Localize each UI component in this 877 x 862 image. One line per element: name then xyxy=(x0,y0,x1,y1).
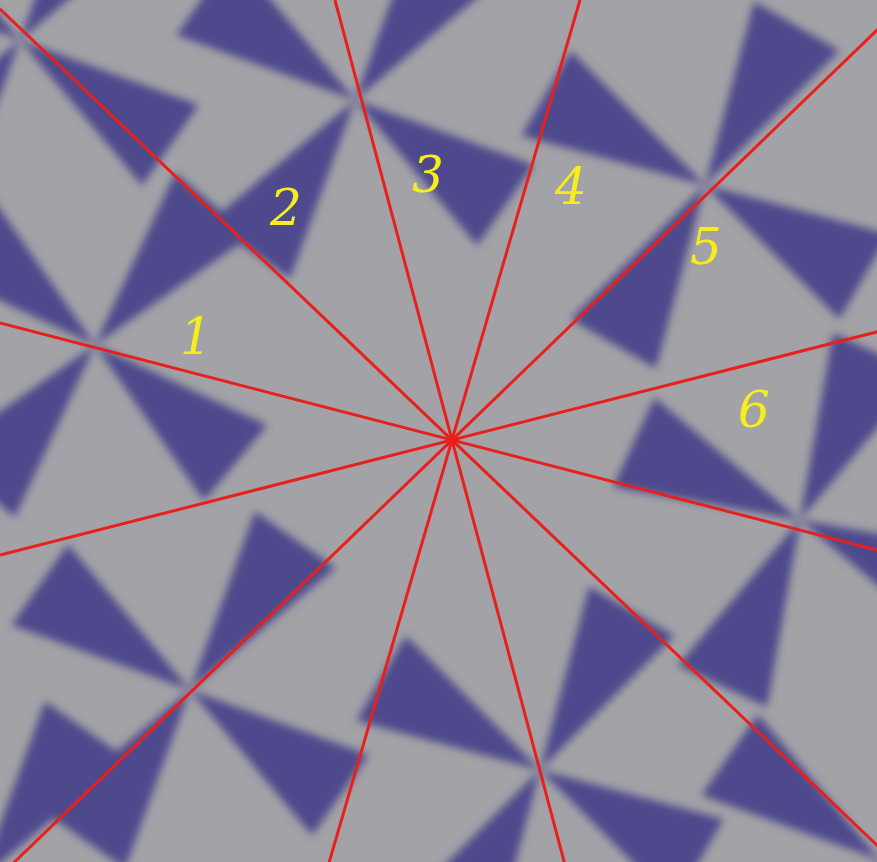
pinwheel-blade xyxy=(678,520,800,707)
pinwheel-blade xyxy=(0,189,95,345)
pinwheel-blade xyxy=(800,520,877,642)
pinwheel-blade xyxy=(705,1,839,185)
pinwheel-blade xyxy=(0,701,126,862)
sector-number: 1 xyxy=(180,312,212,362)
pinwheel-blade xyxy=(176,0,355,100)
pinwheel-blade xyxy=(540,586,674,770)
sector-number: 3 xyxy=(412,150,444,200)
center-dot xyxy=(447,435,457,445)
sector-number: 6 xyxy=(738,385,770,435)
pinwheel-blade xyxy=(11,544,190,690)
pinwheel-blade xyxy=(705,185,877,319)
red-line xyxy=(0,323,877,557)
pinwheel-blade xyxy=(0,345,95,517)
pinwheel-blade xyxy=(356,636,540,770)
red-line xyxy=(0,4,877,862)
pinwheel-blade xyxy=(734,860,877,862)
pinwheel-blade xyxy=(209,100,355,279)
pinwheel-blade xyxy=(190,511,336,690)
pinwheel-blade xyxy=(613,398,800,520)
red-line xyxy=(0,9,877,862)
red-line xyxy=(324,0,580,862)
pinwheel-blade xyxy=(521,51,705,185)
red-line xyxy=(0,325,877,555)
pinwheel-blade xyxy=(701,714,877,860)
sector-number: 4 xyxy=(555,162,587,212)
sector-number: 2 xyxy=(270,183,302,233)
sector-number: 5 xyxy=(690,222,722,272)
pinwheel-blade xyxy=(406,770,540,862)
pinwheel-blade xyxy=(20,0,166,40)
pinwheel-blade xyxy=(0,40,20,219)
red-line xyxy=(335,0,569,862)
pinwheel-blade xyxy=(800,333,877,520)
pinwheel-blade xyxy=(95,173,251,345)
pinwheel-blade xyxy=(571,185,705,369)
pinwheel-blade xyxy=(355,0,501,100)
pinwheel-blade xyxy=(540,770,724,862)
